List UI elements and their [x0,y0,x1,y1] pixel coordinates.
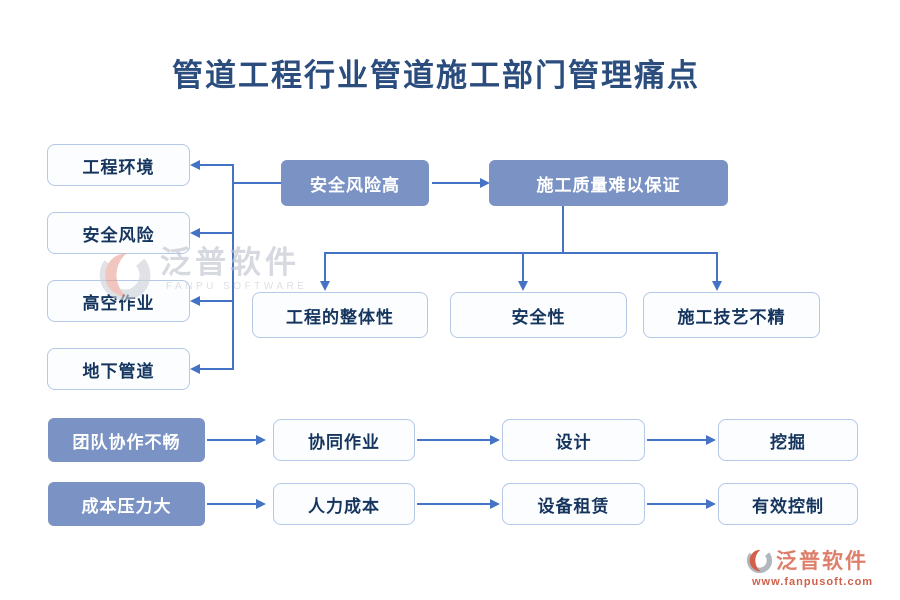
node-collaborative-work: 协同作业 [273,419,415,461]
arrow-right-icon [706,435,716,445]
node-high-cost-pressure: 成本压力大 [48,482,205,526]
effect-drop-line [562,206,564,253]
arrow-left-icon [190,228,200,238]
branch-line-1 [199,164,233,166]
arrow-down-icon [320,281,330,291]
node-excavation: 挖掘 [718,419,858,461]
node-project-integrity: 工程的整体性 [252,292,428,338]
node-underground-pipeline: 地下管道 [47,348,190,390]
node-engineering-environment: 工程环境 [47,144,190,186]
arrow-left-icon [190,296,200,306]
arrow-left-icon [190,160,200,170]
footer-website: www.fanpusoft.com [752,576,874,588]
node-high-safety-risk: 安全风险高 [281,160,429,206]
branch-line-2 [199,232,233,234]
factor-stub-3 [716,252,718,282]
flow2-line-3 [647,503,707,505]
flow1-line-3 [647,439,707,441]
node-effective-control: 有效控制 [718,483,858,525]
arrow-right-icon [256,435,266,445]
factor-junction-line [324,252,718,254]
factor-stub-1 [324,252,326,282]
node-equipment-rental: 设备租赁 [502,483,645,525]
branch-line-4 [199,368,233,370]
cause-effect-line [432,182,481,184]
footer-brand: 泛普软件 [776,549,868,573]
arrow-right-icon [490,435,500,445]
flow1-line-2 [417,439,491,441]
arrow-right-icon [706,499,716,509]
node-poor-team-collaboration: 团队协作不畅 [48,418,205,462]
factor-stub-2 [522,252,524,282]
flow1-line-1 [207,439,257,441]
node-labor-cost: 人力成本 [273,483,415,525]
footer-logo: 泛普软件 www.fanpusoft.com [746,545,873,588]
node-safety: 安全性 [450,292,627,338]
arrow-right-icon [256,499,266,509]
cause-to-branch-line [232,182,281,184]
page-title: 管道工程行业管道施工部门管理痛点 [172,58,700,93]
node-poor-craftsmanship: 施工技艺不精 [643,292,820,338]
branch-line-3 [199,300,233,302]
arrow-down-icon [712,281,722,291]
fanpu-logo-icon [746,547,773,573]
node-quality-hard-to-guarantee: 施工质量难以保证 [489,160,728,206]
arrow-right-icon [480,178,490,188]
flow2-line-1 [207,503,257,505]
node-design: 设计 [502,419,645,461]
node-high-altitude-work: 高空作业 [47,280,190,322]
arrow-right-icon [490,499,500,509]
node-safety-risk: 安全风险 [47,212,190,254]
left-branch-vertical-line [232,164,234,370]
arrow-left-icon [190,364,200,374]
arrow-down-icon [518,281,528,291]
flow2-line-2 [417,503,491,505]
